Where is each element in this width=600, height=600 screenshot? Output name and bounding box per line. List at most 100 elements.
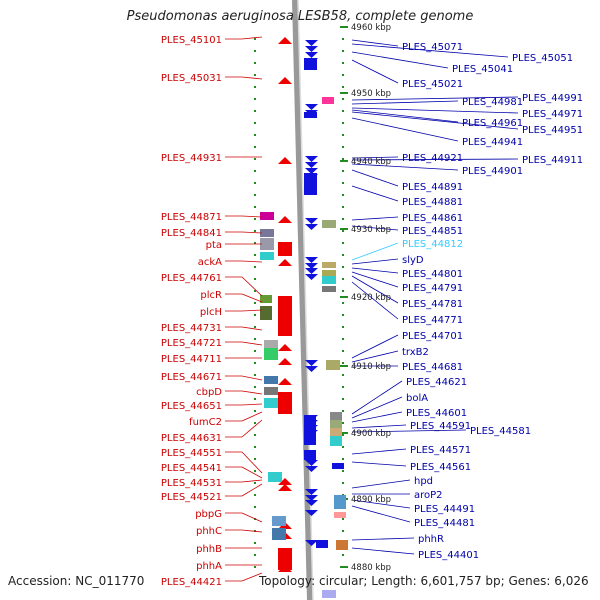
right-connector (351, 242, 399, 261)
reverse-gene-arrow (305, 168, 318, 174)
scale-tick (340, 566, 348, 568)
feature-block (264, 340, 278, 348)
feature-block (260, 212, 274, 220)
feature-block (260, 238, 274, 250)
right-gene-label: PLES_44491 (414, 504, 475, 515)
reverse-gene-arrow (305, 257, 318, 263)
tick-dot (342, 530, 344, 532)
tick-dot (254, 374, 256, 376)
right-gene-label: PLES_44801 (402, 269, 463, 280)
feature-block (322, 590, 336, 598)
feature-block (272, 528, 286, 540)
feature-block (260, 295, 272, 303)
left-gene-label: pta (206, 240, 222, 251)
right-gene-label: PLES_44591 (410, 421, 471, 432)
feature-block (322, 97, 334, 104)
right-connector (351, 169, 399, 187)
right-gene-label: PLES_44571 (410, 445, 471, 456)
tick-dot (254, 74, 256, 76)
forward-gene-arrow (278, 259, 292, 266)
reverse-gene-arrow (305, 162, 318, 168)
feature-block (322, 270, 336, 276)
left-gene-label: PLES_44651 (161, 401, 222, 412)
left-gene-label: phhB (196, 544, 222, 555)
left-gene-label: PLES_44761 (161, 273, 222, 284)
tick-dot (342, 86, 344, 88)
left-connector (241, 76, 263, 80)
tick-dot (254, 446, 256, 448)
tick-dot (342, 374, 344, 376)
right-gene-label: PLES_45071 (402, 42, 463, 53)
scale-label: 4920 kbp (351, 293, 391, 303)
left-gene-label: PLES_44841 (161, 228, 222, 239)
tick-dot (342, 98, 344, 100)
tick-dot (342, 62, 344, 64)
reverse-gene-arrow (305, 360, 318, 366)
tick-dot (342, 158, 344, 160)
left-connector (241, 293, 263, 303)
genome-title: Pseudomonas aeruginosa LESB58, complete … (126, 9, 474, 24)
left-connector (241, 479, 263, 483)
reverse-gene-arrow (305, 263, 318, 269)
left-gene-label: phhC (196, 526, 222, 537)
left-gene-label: PLES_44931 (161, 153, 222, 164)
tick-dot (342, 302, 344, 304)
right-gene-label: PLES_44961 (462, 118, 523, 129)
reverse-gene-arrow (305, 460, 318, 466)
feature-block (264, 398, 278, 408)
reverse-gene-arrow (305, 104, 318, 110)
left-gene-label: plcR (200, 290, 222, 301)
forward-gene-arrow (278, 77, 292, 84)
left-connector (241, 512, 263, 523)
right-connector (351, 156, 399, 159)
feature-block (330, 420, 342, 428)
reverse-gene-arrow (305, 268, 318, 274)
tick-dot (254, 266, 256, 268)
scale-tick (340, 365, 348, 367)
left-gene-label: PLES_44731 (161, 323, 222, 334)
tick-dot (254, 398, 256, 400)
tick-dot (342, 218, 344, 220)
tick-dot (254, 50, 256, 52)
tick-dot (254, 38, 256, 40)
right-connector (351, 350, 399, 363)
feature-block (264, 376, 278, 384)
left-connector (241, 326, 263, 331)
accession-text: Accession: NC_011770 (8, 574, 145, 588)
tick-dot (254, 254, 256, 256)
right-gene-label: PLES_45021 (402, 79, 463, 90)
right-gene-label: PLES_44861 (402, 213, 463, 224)
feature-block (322, 286, 336, 292)
left-connector (241, 260, 263, 263)
tick-dot (342, 122, 344, 124)
feature-block (322, 276, 336, 284)
reverse-gene-arrow (305, 540, 318, 546)
scale-label: 4910 kbp (351, 362, 391, 372)
forward-gene-arrow (278, 484, 292, 491)
right-gene-label: aroP2 (414, 490, 443, 501)
tick-dot (342, 326, 344, 328)
reverse-gene-arrow (305, 46, 318, 52)
right-gene-label: PLES_44901 (462, 166, 523, 177)
label-connectors (225, 36, 519, 582)
forward-gene-arrow (278, 378, 292, 385)
left-gene-label: pbpG (195, 509, 222, 520)
left-connector (241, 375, 263, 381)
tick-dot (342, 110, 344, 112)
reverse-gene-arrow (305, 466, 318, 472)
tick-dot (342, 194, 344, 196)
tick-dot (254, 182, 256, 184)
tick-dot (254, 470, 256, 472)
right-connector (351, 547, 415, 555)
right-connector (351, 499, 411, 509)
tick-dot (254, 290, 256, 292)
feature-block (260, 229, 274, 237)
left-connector (241, 466, 263, 479)
right-connector (351, 107, 519, 114)
right-gene-label: bolA (406, 393, 428, 404)
left-connector (241, 411, 263, 422)
tick-dot (342, 230, 344, 232)
right-connector (351, 396, 403, 419)
tick-dot (342, 458, 344, 460)
